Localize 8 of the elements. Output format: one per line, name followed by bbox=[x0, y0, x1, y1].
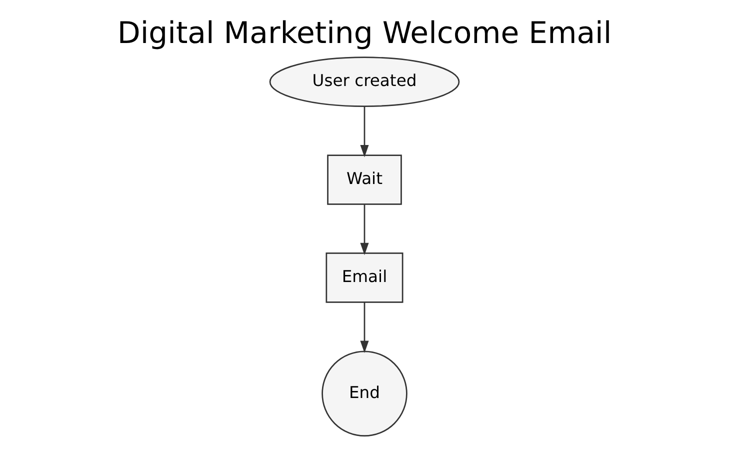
arrow bbox=[360, 302, 369, 354]
node-circle: End bbox=[322, 350, 408, 437]
node-box: Email bbox=[326, 252, 404, 303]
diagram-title: Digital Marketing Welcome Email bbox=[117, 16, 612, 52]
node-ellipse: User created bbox=[269, 56, 460, 107]
arrow bbox=[360, 106, 369, 158]
node-box: Wait bbox=[327, 154, 402, 205]
arrow bbox=[360, 204, 369, 256]
